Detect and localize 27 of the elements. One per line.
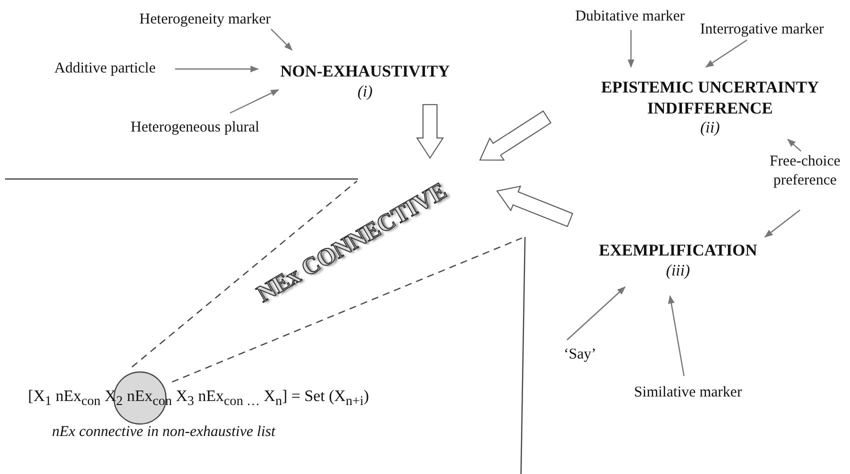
block-arrow <box>496 186 574 228</box>
category-heading: EXEMPLIFICATION <box>598 240 758 262</box>
roman-numeral: (i) <box>356 82 374 102</box>
marker-label: ‘Say’ <box>564 346 596 364</box>
formula-caption: nEx connective in non-exhaustive list <box>52 424 276 441</box>
marker-label: Dubitative marker <box>575 8 685 26</box>
marker-label: Interrogative marker <box>700 20 824 40</box>
roman-numeral: (ii) <box>699 118 721 139</box>
block-arrow <box>416 104 444 159</box>
marker-label: Free-choice preference <box>768 152 842 190</box>
arrow <box>270 28 293 51</box>
category-heading: NON-EXHAUSTIVITY <box>280 62 450 82</box>
category-heading: EPISTEMIC UNCERTAINTY INDIFFERENCE <box>600 77 820 119</box>
roman-numeral: (iii) <box>665 261 691 282</box>
marker-label: Additive particle <box>54 60 156 78</box>
marker-label: Heterogeneity marker <box>139 10 271 30</box>
arrow <box>230 89 280 114</box>
arrow <box>628 30 634 68</box>
arrow <box>566 286 626 340</box>
marker-label: Heterogeneous plural <box>130 118 260 138</box>
arrow <box>764 210 800 238</box>
block-arrow <box>479 110 552 161</box>
arrow <box>668 295 685 376</box>
marker-label: Similative marker <box>634 384 742 402</box>
arrow <box>787 138 802 152</box>
arrow <box>705 40 748 68</box>
arrow <box>175 66 259 72</box>
